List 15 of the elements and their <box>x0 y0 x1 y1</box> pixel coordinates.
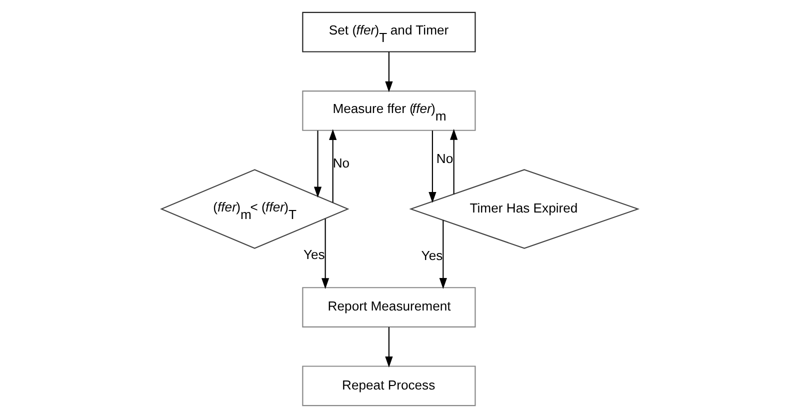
arrow <box>428 130 436 203</box>
edge-label: No <box>332 155 350 170</box>
edge-label: No <box>436 150 453 166</box>
edge-label: Yes <box>420 248 442 263</box>
arrow <box>313 130 322 198</box>
arrow <box>321 218 329 290</box>
node-box: Repeat Process <box>302 366 476 406</box>
arrow <box>384 52 392 92</box>
arrow <box>450 128 458 194</box>
arrow <box>438 220 446 289</box>
node-diamond: Timer Has Expired <box>408 169 640 249</box>
arrow <box>384 327 392 368</box>
arrow <box>328 129 336 203</box>
node-box: Report Measurement <box>302 287 476 328</box>
edge-label: Yes <box>302 247 324 262</box>
